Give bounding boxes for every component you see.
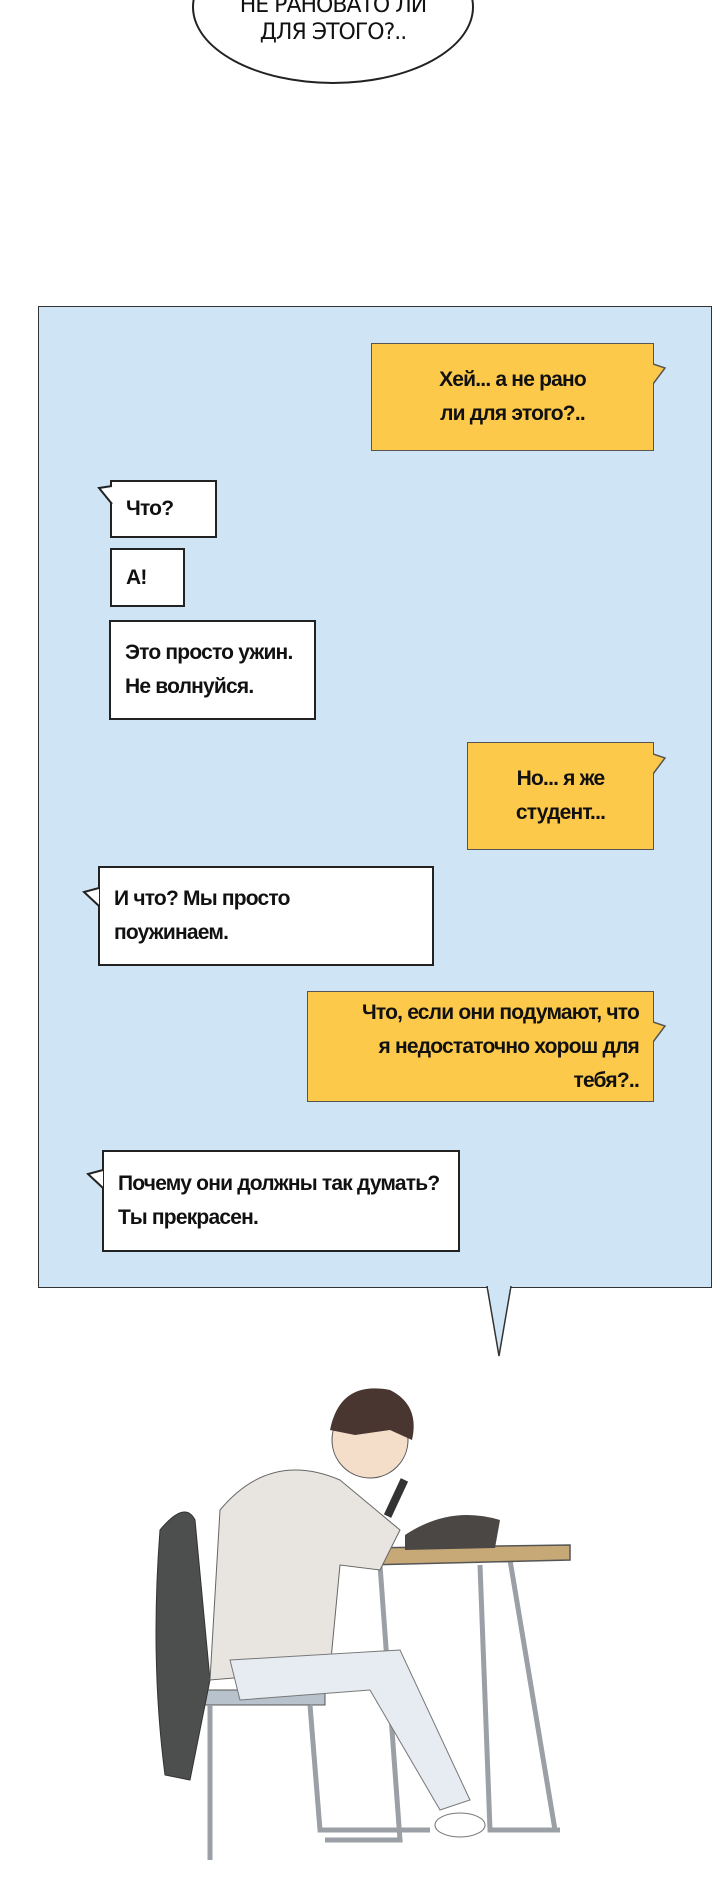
message-incoming: И что? Мы просто поужинаем.: [98, 866, 434, 966]
hoodie: [209, 1469, 401, 1681]
trousers: [229, 1649, 471, 1811]
jacket-on-chair: [155, 1511, 211, 1781]
bubble-tail: [86, 1169, 104, 1189]
shoes: [434, 1812, 486, 1838]
message-incoming: А!: [110, 548, 185, 607]
bubble-tail: [653, 363, 667, 385]
bag: [405, 1515, 500, 1550]
message-outgoing: Но... я же студент...: [467, 742, 654, 850]
panel-tail: [486, 1286, 512, 1357]
bubble-tail: [82, 887, 100, 907]
bubble-tail: [653, 753, 667, 775]
bubble-tail: [97, 485, 113, 505]
message-incoming: Это просто ужин. Не волнуйся.: [109, 620, 316, 720]
message-incoming: Что?: [110, 480, 217, 538]
message-outgoing: Хей... а не рано ли для этого?..: [371, 343, 654, 451]
hair: [330, 1388, 414, 1440]
message-outgoing: Что, если они подумают, что я недостаточ…: [307, 991, 654, 1102]
speech-bubble-text: НЕ РАНОВАТО ЛИ ДЛЯ ЭТОГО?..: [239, 0, 428, 45]
student-illustration: [155, 1388, 571, 1860]
bubble-tail: [653, 1021, 667, 1043]
phone: [383, 1478, 409, 1518]
message-incoming: Почему они должны так думать? Ты прекрас…: [102, 1150, 460, 1252]
